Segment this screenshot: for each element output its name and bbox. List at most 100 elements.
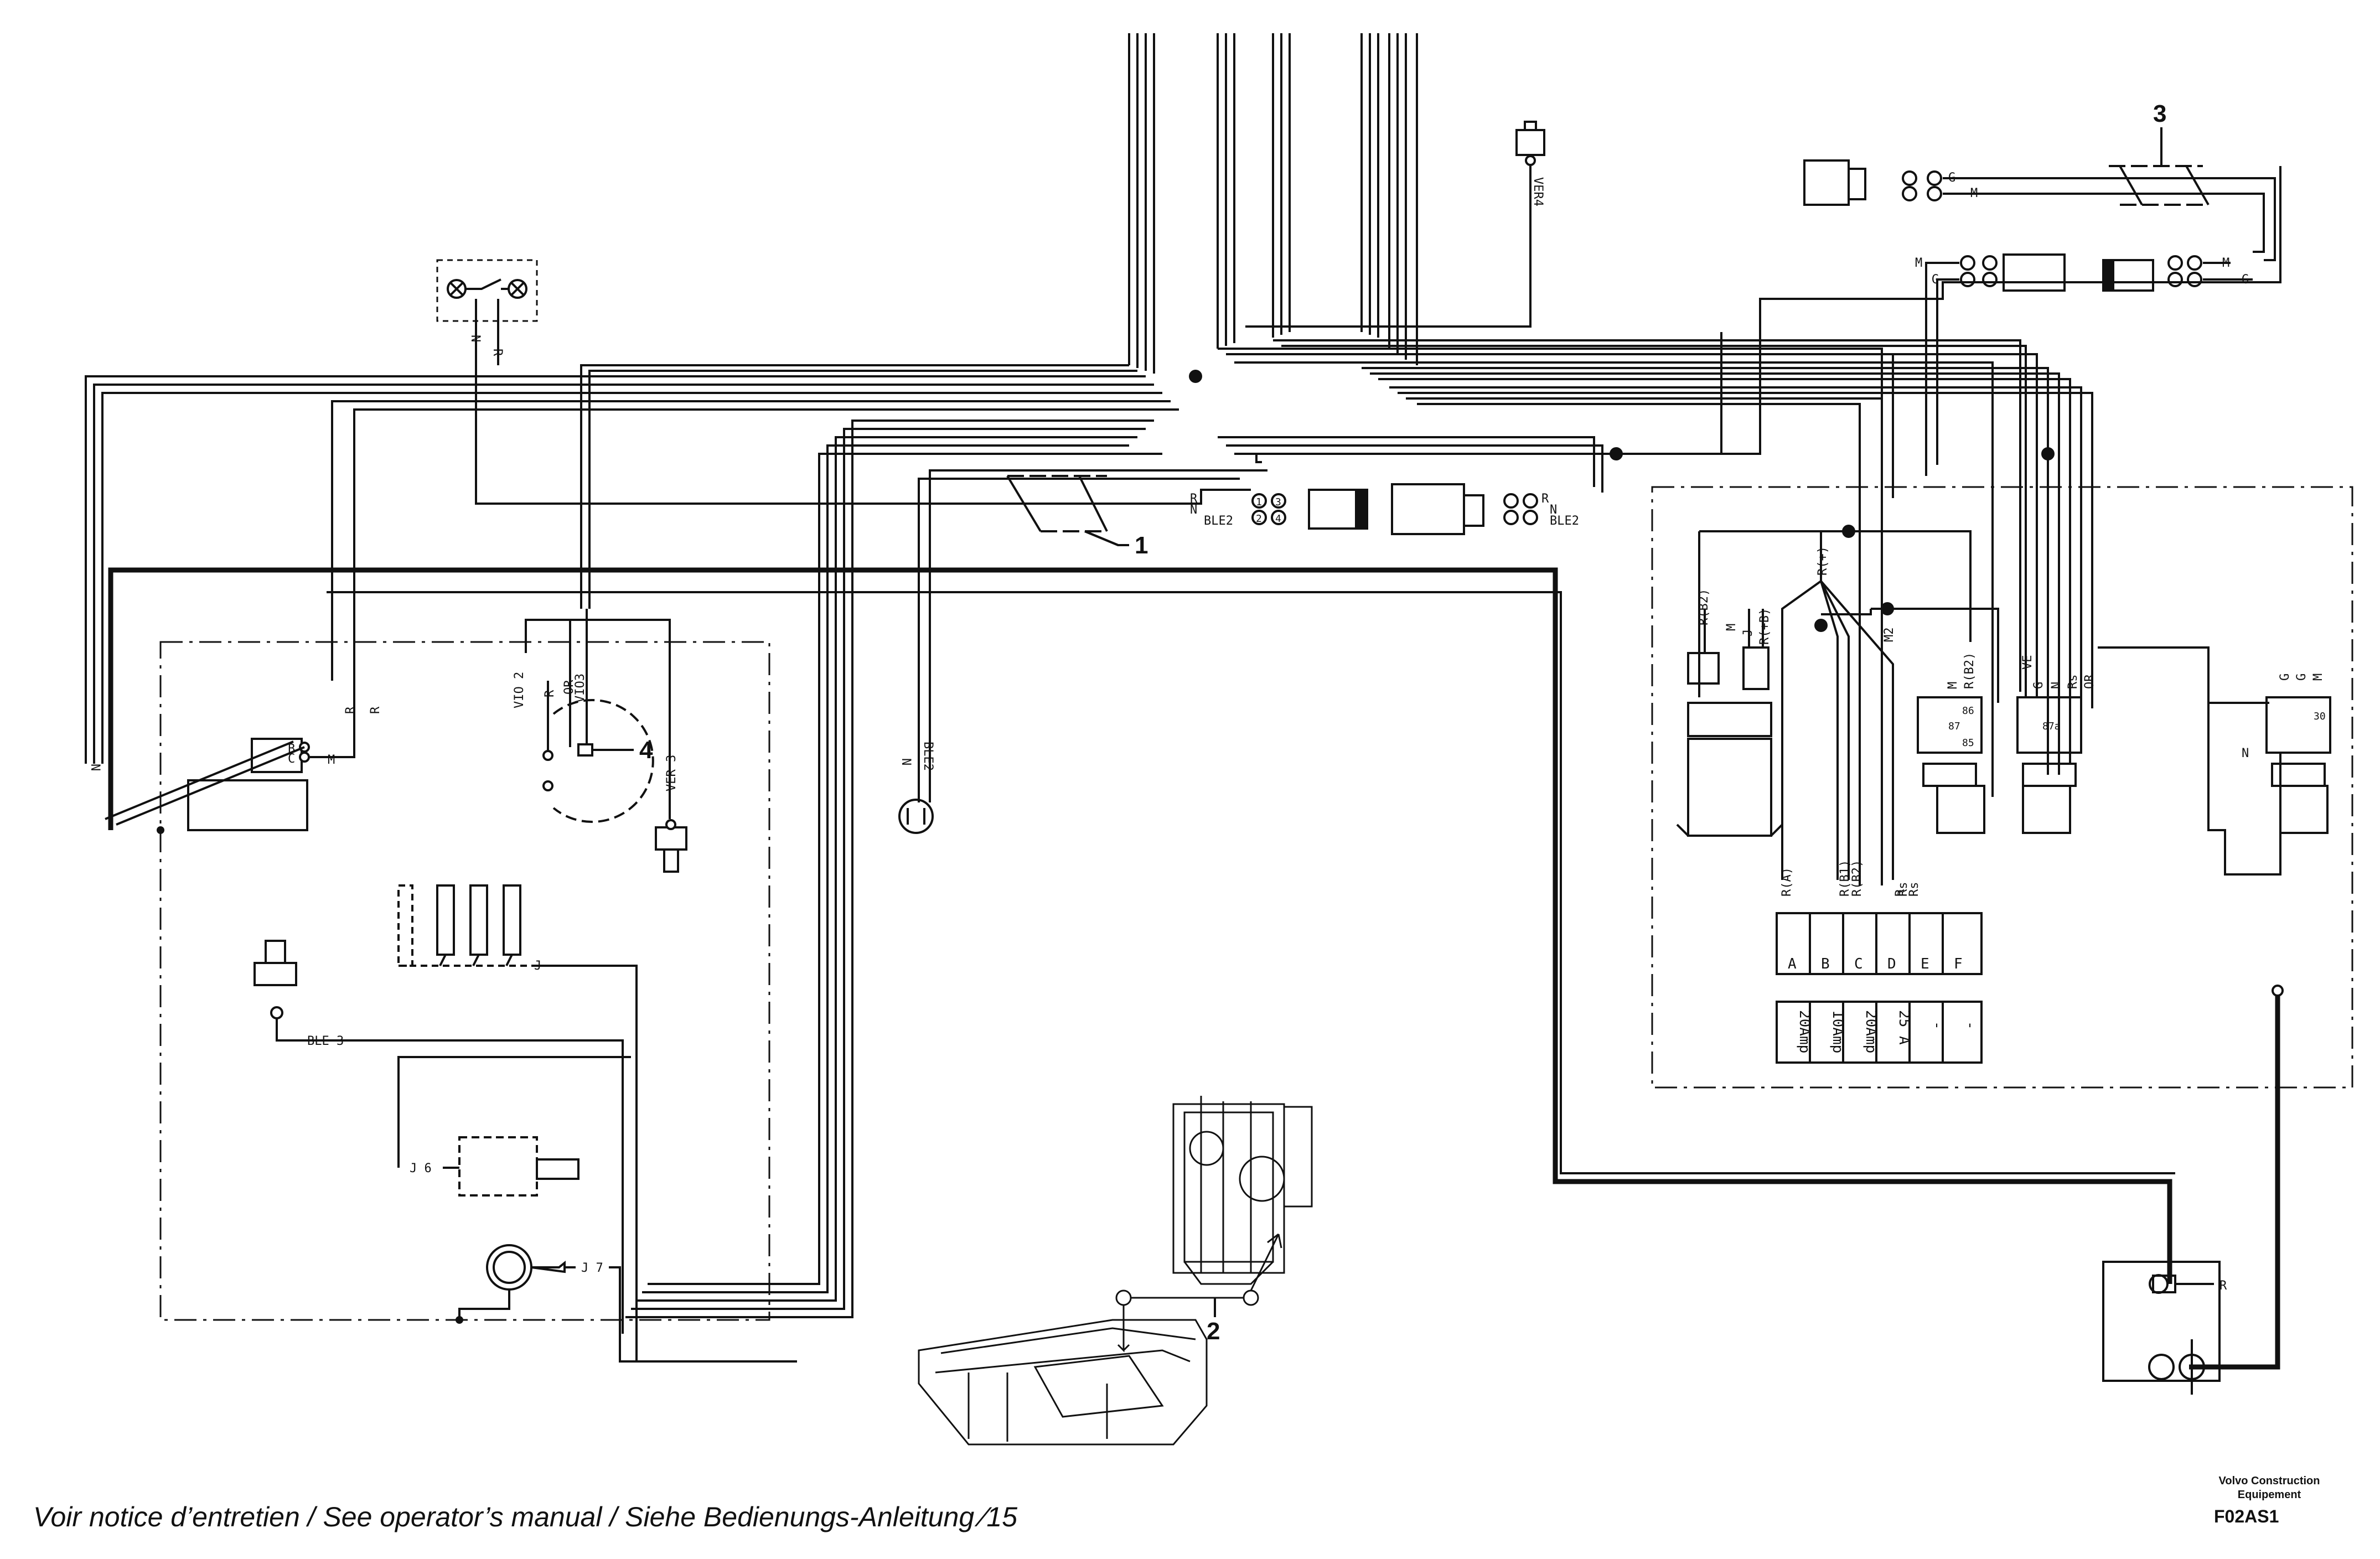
top-cable-bundle: [1128, 33, 1418, 374]
label-n-horn: N: [899, 758, 913, 765]
fuse-panel: [1776, 912, 1983, 1064]
label-g-r3b: G: [2295, 674, 2309, 681]
label-r-starter-1: R: [344, 706, 358, 714]
main-power-cable: [108, 567, 2172, 1284]
connector-group-3: [1803, 159, 2276, 476]
label-m-r1: M: [1946, 682, 1960, 689]
label-rs-fuse: Rs: [1896, 882, 1910, 897]
label-r-starter-2: R: [369, 706, 382, 714]
label-rplus: R(+): [1816, 546, 1830, 576]
pin-1: 1: [1256, 496, 1262, 508]
relay-pin-30: 30: [2314, 711, 2326, 722]
label-ve: VE: [2021, 655, 2035, 670]
label-r-battery: R: [2219, 1279, 2227, 1293]
label-c-starter: C: [288, 752, 295, 766]
label-n-r2: N: [2050, 682, 2063, 689]
label-j7: J 7: [581, 1261, 603, 1275]
label-vio2: VIO 2: [513, 672, 526, 708]
fusebox-boundary: [1651, 486, 2353, 1089]
label-m-r3: M: [2311, 674, 2325, 681]
fuse-letter-e: E: [1921, 956, 1929, 972]
label-rs-r2: Rs: [2066, 675, 2080, 690]
starter-motor: [105, 681, 355, 831]
label-r-conn1: R: [1190, 492, 1198, 506]
label-ver3: VER 3: [665, 755, 679, 791]
label-g-r2: G: [2032, 682, 2046, 689]
label-n-conn1: N: [1190, 503, 1197, 517]
relay-pin-85: 85: [1962, 737, 1974, 749]
relay-pin-86: 86: [1962, 705, 1974, 717]
fuse-letter-a: A: [1788, 956, 1797, 972]
manual-reference: Voir notice d’entretien / See operator’s…: [33, 1501, 1018, 1532]
label-rs-fuse2: Rs: [1907, 882, 1921, 897]
label-vio3: VIO3: [573, 674, 587, 703]
label-g-r3a: G: [2278, 674, 2292, 681]
label-m-conn3c: M: [2222, 256, 2229, 270]
label-ra: R(A): [1780, 867, 1794, 897]
fuse-rating-c: 20Amp: [1862, 1010, 1879, 1053]
connector-group-1: [1006, 475, 1538, 546]
label-ble2-conn1: BLE2: [1204, 514, 1233, 528]
battery-cable: [2189, 991, 2280, 1370]
callout-3: 3: [2153, 100, 2166, 127]
label-j6: J 6: [410, 1162, 432, 1175]
label-r-lamp: R: [490, 349, 504, 356]
label-g-conn3: G: [1948, 171, 1955, 185]
pin-3: 3: [1275, 496, 1281, 508]
label-r-ign: R: [543, 690, 557, 697]
glow-plug-relay: [397, 884, 638, 1361]
ble2-horn: [898, 799, 934, 834]
j6-fuel-solenoid: [397, 1056, 631, 1197]
callout-2: 2: [1207, 1318, 1220, 1345]
label-r-conn1b: R: [1541, 492, 1549, 506]
fuse-rating-d: 25 A: [1896, 1010, 1912, 1045]
label-rb1: R(B1): [1838, 860, 1852, 897]
figure-code: F02AS1: [2214, 1506, 2279, 1526]
label-m-starter: M: [328, 753, 335, 767]
fuse-rating-b: 10Amp: [1829, 1010, 1846, 1053]
label-rb2: R(B2): [1697, 589, 1711, 625]
fuse-rating-f: -: [1962, 1021, 1979, 1030]
callout-1-leader: [1084, 530, 1129, 546]
fuse-letter-d: D: [1887, 956, 1896, 972]
junction-dots: [157, 370, 2055, 1324]
relay-pin-87a: 87a: [2042, 721, 2061, 732]
brand-line-1: Volvo Construction: [2218, 1475, 2320, 1487]
label-m-conn3b: M: [1915, 256, 1922, 270]
ignition-key-switch: [525, 609, 671, 823]
label-rplusb: R(+B): [1758, 608, 1772, 645]
label-r-fuse: R: [1893, 889, 1907, 897]
label-n-r3: N: [2242, 747, 2249, 760]
label-j-relay: J: [1741, 629, 1755, 636]
fuse-letter-c: C: [1854, 956, 1863, 972]
fuse-rating-a: 20Amp: [1796, 1010, 1813, 1053]
label-b-starter: B: [288, 742, 295, 756]
warning-lamp-switch: [436, 259, 1251, 505]
pin-2: 2: [1256, 513, 1262, 525]
label-ble2-conn1b: BLE2: [1550, 514, 1579, 528]
label-rb2-r1: R(B2): [1963, 652, 1977, 689]
label-g-conn3b: G: [1932, 273, 1939, 287]
label-m-conn3: M: [1970, 187, 1978, 200]
label-ble2-horn: BLE2: [921, 742, 935, 771]
label-rb2-fuse: R(B2): [1850, 860, 1864, 897]
fuse-letter-b: B: [1821, 956, 1830, 972]
relay-pin-87: 87: [1948, 721, 1960, 732]
fuse-rating-e: -: [1929, 1021, 1946, 1030]
label-or-r2: OR: [2083, 674, 2097, 689]
label-ble3: BLE 3: [307, 1034, 344, 1048]
callout-4: 4: [639, 737, 653, 764]
label-j-glow: J: [534, 959, 541, 973]
callout-1: 1: [1135, 532, 1148, 559]
brand-name: Volvo Construction Equipement: [2200, 1474, 2338, 1502]
battery-disconnector: [2102, 985, 2284, 1395]
label-m2: M2: [1882, 628, 1896, 643]
harness-bus: [85, 166, 2281, 1318]
ver4-sensor: [1245, 121, 1545, 328]
j7-alternator: [458, 1244, 797, 1363]
label-g-conn3c: G: [2242, 273, 2249, 287]
engine-illustration: [918, 1096, 1313, 1446]
ver3-sensor: [655, 819, 687, 873]
label-ver4: VER4: [1531, 177, 1545, 206]
